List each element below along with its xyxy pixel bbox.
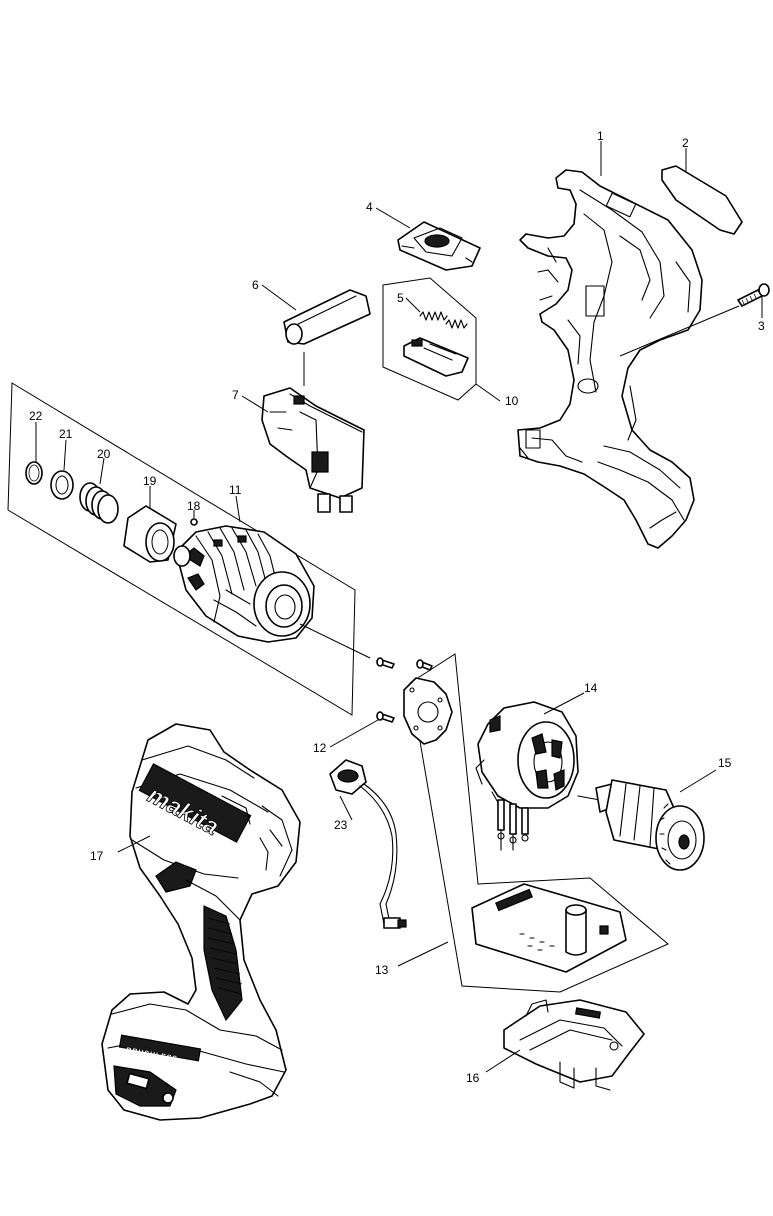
part-17-housing: makita BRUSHLESS [101, 723, 301, 1121]
callout-13: 13 [375, 963, 389, 977]
callout-21: 21 [59, 427, 73, 441]
callout-labels: 1 2 3 4 5 6 7 10 11 12 13 14 15 16 17 18… [29, 129, 765, 1085]
callout-5: 5 [397, 291, 404, 305]
part-4-switch-cover [397, 221, 481, 271]
callout-4: 4 [366, 200, 373, 214]
group-outline-13 [409, 653, 669, 993]
part-15-rotor [577, 779, 705, 871]
part-13-motor-plate [403, 677, 453, 745]
part-5-springs [419, 311, 468, 329]
callout-22: 22 [29, 409, 43, 423]
group-outline-11 [7, 382, 356, 716]
callout-14: 14 [584, 681, 598, 695]
part-22-retaining-ring [25, 461, 43, 485]
part-3-screw [737, 283, 770, 307]
callout-1: 1 [597, 129, 604, 143]
part-10-slide-plate [403, 337, 469, 377]
callout-11: 11 [229, 483, 242, 497]
part-13-controller [471, 883, 627, 973]
part-11-gear-assembly [173, 525, 315, 643]
part-14-stator [475, 701, 579, 851]
part-2-label [661, 165, 743, 235]
part-21-washer [50, 470, 74, 500]
callout-3: 3 [758, 319, 765, 333]
part-23-led-cable [329, 759, 407, 929]
callout-19: 19 [143, 474, 157, 488]
callout-12: 12 [313, 741, 327, 755]
callout-6: 6 [252, 278, 259, 292]
leader-lines [35, 141, 763, 1073]
part-7-switch [261, 387, 365, 513]
callout-7: 7 [232, 388, 239, 402]
part-6-trigger [283, 289, 371, 345]
callout-18: 18 [187, 499, 201, 513]
callout-15: 15 [718, 756, 732, 770]
part-16-terminal [503, 999, 645, 1091]
part-20-spring [79, 482, 119, 524]
callout-2: 2 [682, 136, 689, 150]
callout-17: 17 [90, 849, 104, 863]
part-12-screws [376, 657, 433, 723]
part-19-sleeve [123, 505, 177, 563]
callout-23: 23 [334, 818, 348, 832]
callout-16: 16 [466, 1071, 480, 1085]
part-18-steel-ball [190, 518, 198, 526]
callout-20: 20 [97, 447, 111, 461]
part-1-housing-half [517, 169, 703, 549]
callout-10: 10 [505, 394, 519, 408]
